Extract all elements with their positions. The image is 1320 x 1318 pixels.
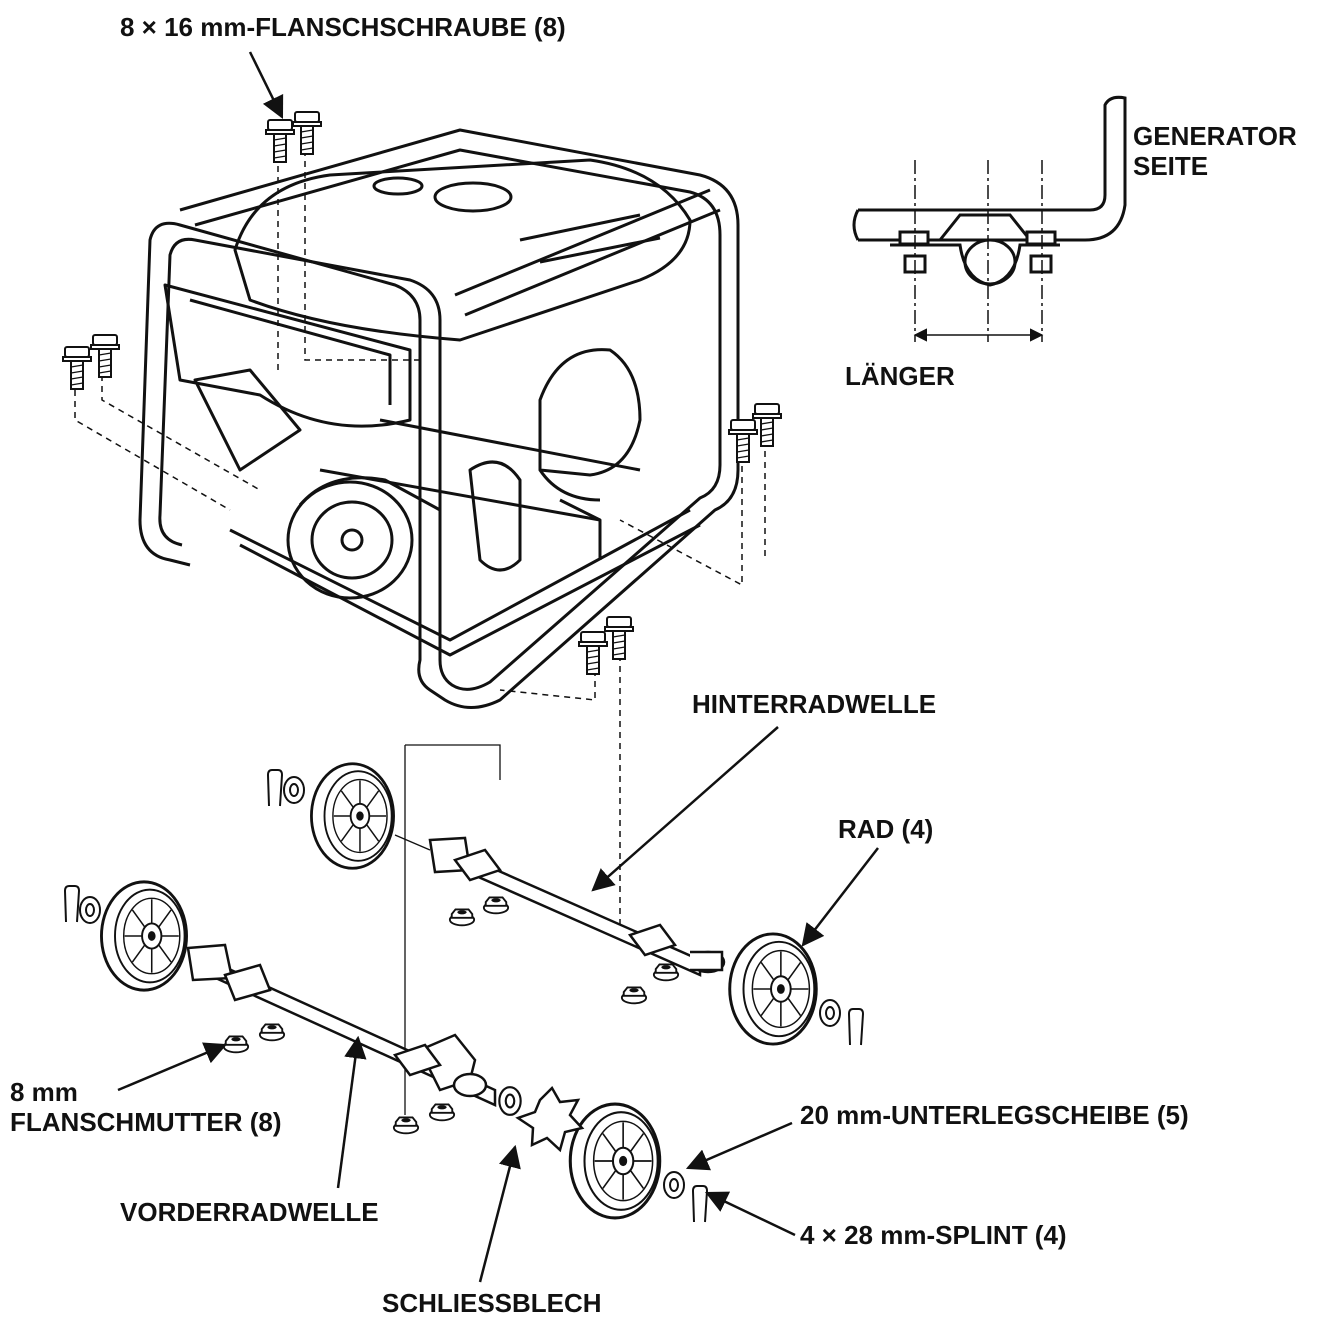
rear-right-pin [848, 1008, 864, 1046]
hidden-lines [74, 150, 766, 940]
front-axle-assembly [186, 943, 497, 1107]
rear-axle-assembly [428, 836, 726, 977]
lock-plate-shape [515, 1085, 585, 1153]
front-hub-washer [498, 1086, 522, 1116]
flange-bolt-label: 8 × 16 mm-FLANSCHSCHRAUBE (8) [120, 12, 566, 42]
front-left-wheel [99, 880, 189, 992]
generator-side-label-line2: SEITE [1133, 151, 1209, 181]
generator-side-label-line1: GENERATOR [1133, 121, 1297, 151]
flange-nut-label-line2: FLANSCHMUTTER (8) [10, 1107, 282, 1137]
longer-label: LÄNGER [845, 361, 955, 391]
front-right-washer [663, 1171, 685, 1199]
front-right-wheel [568, 1102, 662, 1220]
centerlines [914, 160, 1043, 342]
washer-label: 20 mm-UNTERLEGSCHEIBE (5) [800, 1100, 1189, 1130]
lock-plate-label: SCHLIESSBLECH [382, 1288, 602, 1318]
cotter-pin-label: 4 × 28 mm-SPLINT (4) [800, 1220, 1067, 1250]
rear-right-washer [819, 999, 841, 1027]
generator-frame [138, 128, 740, 709]
front-right-pin [692, 1185, 708, 1223]
front-left-washer [79, 896, 101, 924]
rear-axle-label: HINTERRADWELLE [692, 689, 937, 719]
flange-nut-label-line1: 8 mm [10, 1077, 78, 1107]
front-left-pin [64, 885, 80, 923]
leader-arrows [117, 51, 879, 1283]
rear-left-wheel [310, 762, 395, 870]
front-axle-label: VORDERRADWELLE [120, 1197, 379, 1227]
rear-left-pin [267, 769, 283, 807]
bracket-detail-view [852, 95, 1127, 287]
rear-left-washer [283, 776, 305, 804]
rear-right-wheel [728, 932, 818, 1046]
wheel-label: RAD (4) [838, 814, 934, 844]
